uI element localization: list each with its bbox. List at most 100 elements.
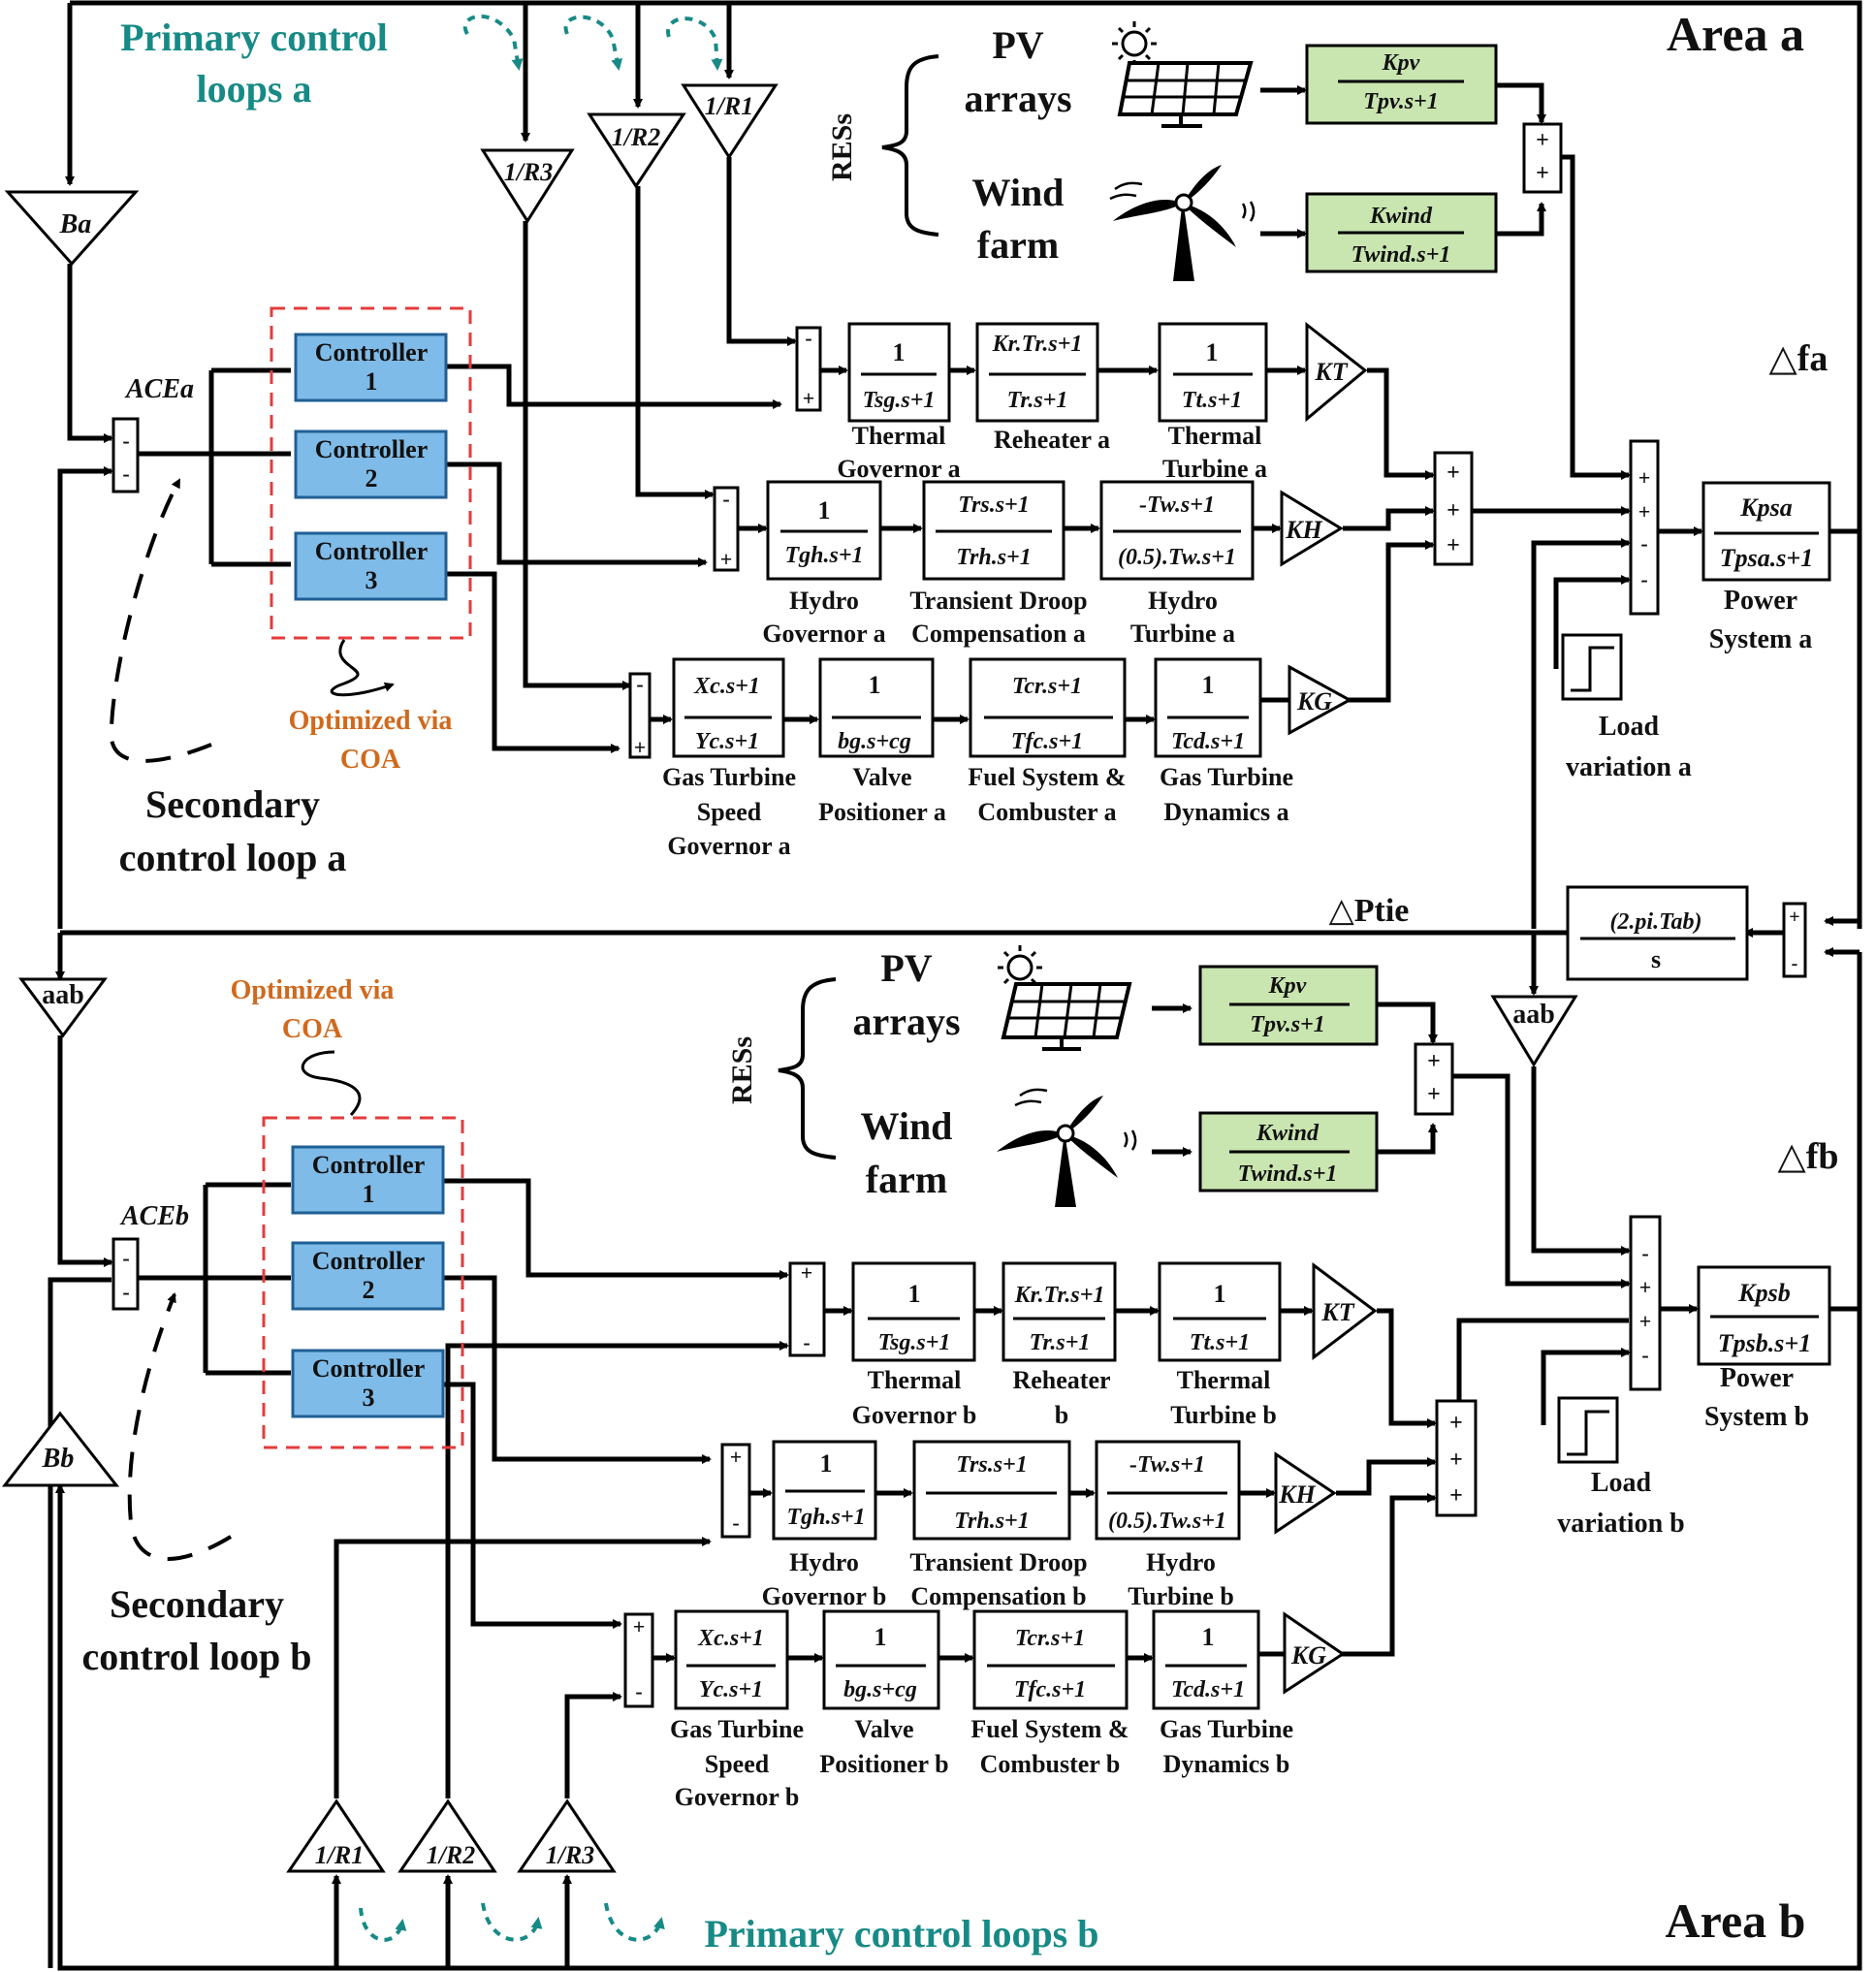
svg-text:arrays: arrays (852, 1000, 960, 1043)
svg-text:Bb: Bb (42, 1444, 75, 1474)
svg-text:control loop a: control loop a (119, 836, 347, 879)
svg-text:Optimized via: Optimized via (289, 706, 453, 736)
svg-text:(0.5).Tw.s+1: (0.5).Tw.s+1 (1118, 545, 1236, 570)
svg-text:Reheater: Reheater (1012, 1366, 1110, 1394)
svg-text:Reheater a: Reheater a (994, 426, 1110, 454)
svg-text:Optimized via: Optimized via (231, 975, 395, 1005)
svg-text:Controller: Controller (315, 537, 429, 565)
solar-panel-icon (1112, 21, 1254, 128)
svg-text:+: + (1639, 1309, 1652, 1333)
controller-a-1[interactable]: Controller 1 (294, 333, 448, 402)
turbine-a-summer (1433, 451, 1474, 566)
svg-text:Fuel System &: Fuel System & (970, 1715, 1129, 1743)
r3-b-gain (517, 1798, 617, 1873)
svg-text:System a: System a (1709, 624, 1813, 654)
svg-text:+: + (720, 547, 733, 571)
svg-text:Tgh.s+1: Tgh.s+1 (786, 1505, 865, 1530)
svg-text:Speed: Speed (705, 1750, 770, 1778)
svg-text:+: + (1449, 1483, 1463, 1509)
svg-text:+: + (730, 1445, 743, 1469)
svg-text:+: + (1447, 498, 1460, 524)
svg-text:-: - (122, 1246, 129, 1270)
svg-text:Positioner b: Positioner b (819, 1750, 948, 1778)
svg-text:COA: COA (282, 1014, 343, 1044)
svg-text:Governor a: Governor a (667, 832, 790, 860)
controller-a-2[interactable]: Controller 2 (294, 429, 448, 499)
svg-text:PV: PV (880, 946, 932, 990)
svg-text:Tpsb.s+1: Tpsb.s+1 (1718, 1329, 1811, 1357)
svg-text:Hydro: Hydro (789, 1548, 859, 1576)
res-b-summer (1414, 1042, 1454, 1116)
svg-text:Kwind: Kwind (1256, 1121, 1320, 1146)
power-a-summer (1629, 439, 1660, 616)
svg-text:farm: farm (866, 1158, 947, 1201)
svg-text:Kpsb: Kpsb (1737, 1279, 1790, 1307)
svg-text:Positioner a: Positioner a (818, 798, 946, 826)
svg-text:Thermal: Thermal (868, 1366, 962, 1394)
svg-text:Governor b: Governor b (852, 1401, 977, 1429)
svg-text:-: - (1640, 531, 1647, 556)
svg-text:Governor b: Governor b (675, 1783, 800, 1811)
svg-text:Thermal: Thermal (1177, 1366, 1271, 1394)
svg-text:Gas Turbine: Gas Turbine (662, 763, 796, 791)
svg-text:Combuster b: Combuster b (980, 1750, 1121, 1778)
gas-a-summer (628, 672, 652, 759)
svg-text:Turbine a: Turbine a (1162, 455, 1267, 483)
svg-text:+: + (1447, 533, 1460, 558)
svg-text:-: - (803, 1330, 810, 1354)
res-a-summer (1522, 122, 1563, 194)
svg-text:RESs: RESs (726, 1036, 758, 1104)
svg-text:Tr.s+1: Tr.s+1 (1007, 388, 1068, 413)
svg-text:Tfc.s+1: Tfc.s+1 (1014, 1677, 1086, 1702)
svg-text:Controller: Controller (315, 435, 429, 463)
svg-text:-: - (722, 487, 729, 511)
hydro-a-summer (713, 486, 740, 572)
svg-text:Primary control: Primary control (120, 16, 388, 59)
svg-text:KH: KH (1285, 516, 1322, 544)
svg-text:1: 1 (874, 1623, 887, 1651)
svg-text:(2.pi.Tab): (2.pi.Tab) (1609, 909, 1701, 935)
coa-region-a (270, 306, 472, 640)
svg-text:Tpv.s+1: Tpv.s+1 (1250, 1012, 1324, 1037)
controller-b-3[interactable]: Controller 3 (291, 1349, 445, 1418)
svg-text:Wind: Wind (861, 1104, 953, 1148)
svg-text:KG: KG (1290, 1641, 1326, 1670)
svg-text:arrays: arrays (964, 77, 1071, 120)
svg-text:Kpsa: Kpsa (1739, 493, 1792, 522)
svg-text:3: 3 (363, 1384, 375, 1412)
svg-text:Xc.s+1: Xc.s+1 (697, 1626, 764, 1651)
tie-gain-block (1566, 885, 1749, 981)
svg-text:2: 2 (366, 464, 378, 493)
controller-b-2[interactable]: Controller 2 (291, 1241, 445, 1311)
wind-turbine-icon (997, 1088, 1137, 1207)
svg-text:Combuster a: Combuster a (977, 798, 1116, 826)
svg-text:Kwind: Kwind (1369, 204, 1433, 229)
svg-text:1: 1 (363, 1180, 375, 1208)
svg-text:Turbine b: Turbine b (1128, 1582, 1234, 1610)
svg-text:Secondary: Secondary (110, 1582, 284, 1626)
svg-text:2: 2 (363, 1276, 375, 1304)
svg-text:variation b: variation b (1557, 1509, 1684, 1539)
svg-text:s: s (1651, 945, 1661, 973)
svg-text:Trs.s+1: Trs.s+1 (956, 1452, 1027, 1478)
controller-a-3[interactable]: Controller 3 (294, 531, 448, 601)
controller-b-1[interactable]: Controller 1 (291, 1145, 445, 1215)
svg-text:-: - (635, 1679, 642, 1703)
svg-text:+: + (1449, 1447, 1463, 1473)
area-b-title: Area b (1666, 1893, 1806, 1948)
svg-text:Tcd.s+1: Tcd.s+1 (1171, 1677, 1245, 1702)
delta-f-a: △fa (1769, 338, 1828, 379)
svg-text:Tt.s+1: Tt.s+1 (1190, 1330, 1250, 1355)
wind-turbine-icon (1109, 165, 1256, 281)
svg-text:KT: KT (1320, 1298, 1354, 1326)
svg-text:-Tw.s+1: -Tw.s+1 (1129, 1452, 1205, 1478)
area-b-wiring (48, 952, 1862, 1971)
svg-text:+: + (803, 386, 815, 410)
svg-text:1: 1 (1206, 338, 1219, 366)
svg-text:KG: KG (1296, 687, 1332, 716)
area-a-title: Area a (1667, 7, 1804, 61)
solar-panel-icon (998, 945, 1132, 1051)
svg-text:-: - (732, 1511, 739, 1535)
svg-text:Thermal: Thermal (852, 422, 946, 450)
svg-text:+: + (1536, 128, 1549, 153)
